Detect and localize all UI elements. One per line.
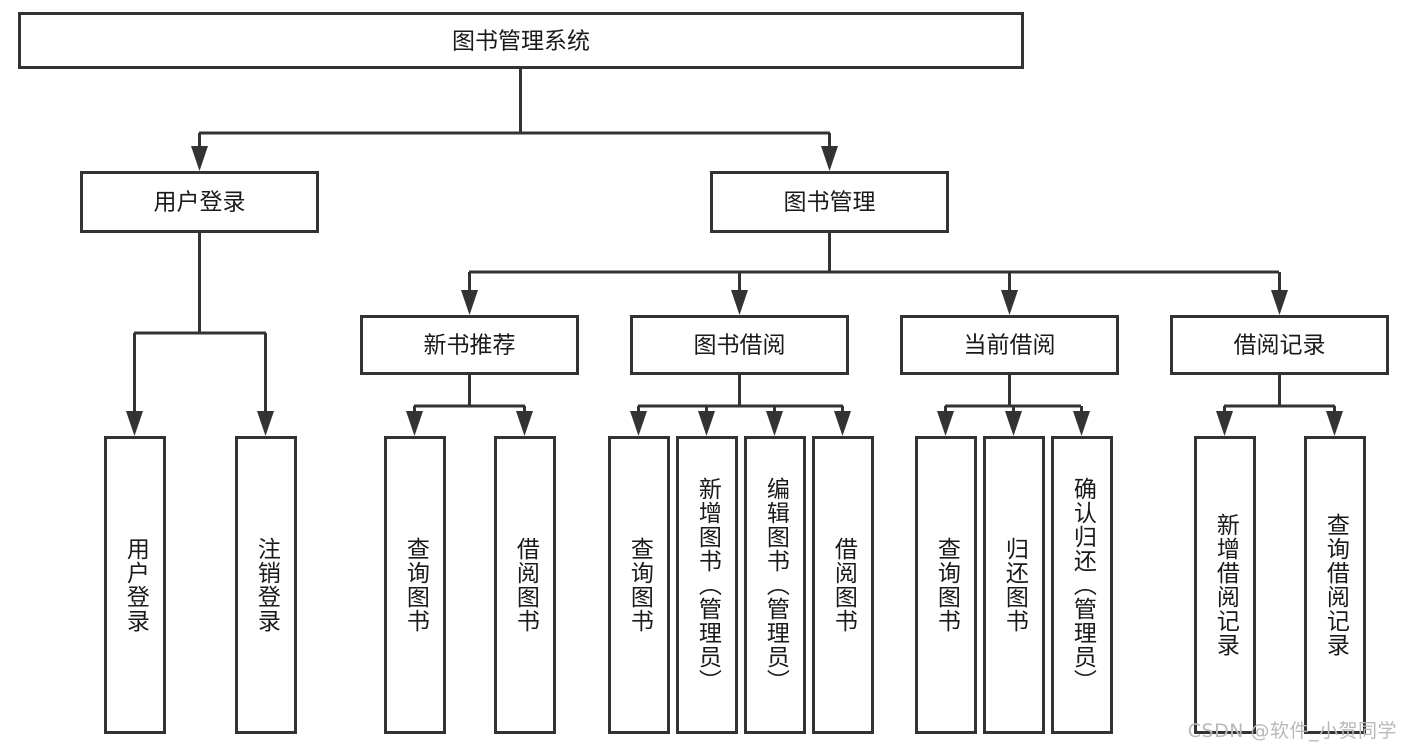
node-book-manage-box[interactable]: [710, 171, 949, 233]
arrowhead-leaf-user-login: [126, 411, 143, 436]
node-root-system-label: 图书管理系统: [452, 29, 590, 55]
connector-group-new-book-recommend: [406, 374, 533, 436]
node-user-login-label: 用户登录: [154, 190, 246, 216]
node-borrow-record-label: 借阅记录: [1234, 333, 1326, 359]
arrowhead-leaf-edit-book: [766, 411, 783, 436]
connector-group-book-borrow: [630, 374, 851, 436]
arrowhead-leaf-query-record: [1326, 411, 1343, 436]
arrowhead-leaf-logout: [257, 411, 274, 436]
node-new-book-recommend-box[interactable]: [360, 315, 579, 375]
leaf-box-query-book-b[interactable]: [608, 436, 670, 734]
arrowhead-leaf-return-book: [1005, 411, 1022, 436]
node-book-borrow[interactable]: 图书借阅: [630, 315, 849, 375]
node-borrow-record-box[interactable]: [1170, 315, 1389, 375]
leaf-box-edit-book[interactable]: [744, 436, 806, 734]
node-borrow-record[interactable]: 借阅记录: [1170, 315, 1389, 375]
node-current-borrow[interactable]: 当前借阅: [900, 315, 1119, 375]
node-book-manage[interactable]: 图书管理: [710, 171, 949, 233]
connector-group-book-manage: [461, 232, 1288, 315]
arrowhead-book-manage: [821, 146, 838, 171]
arrowhead-current-borrow: [1001, 290, 1018, 315]
arrowhead-leaf-query-book-b: [630, 411, 647, 436]
arrowhead-leaf-borrow-book-a: [516, 411, 533, 436]
node-book-borrow-label: 图书借阅: [694, 333, 786, 359]
arrowhead-leaf-add-book: [698, 411, 715, 436]
node-current-borrow-label: 当前借阅: [964, 333, 1056, 359]
arrowhead-book-borrow: [731, 290, 748, 315]
leaf-box-borrow-book-a[interactable]: [494, 436, 556, 734]
node-root-system-box[interactable]: [18, 12, 1024, 69]
arrowhead-leaf-query-book-c: [937, 411, 954, 436]
node-user-login-box[interactable]: [80, 171, 319, 233]
node-book-manage-label: 图书管理: [784, 190, 876, 216]
arrowhead-user-login: [191, 146, 208, 171]
node-new-book-recommend-label: 新书推荐: [424, 333, 516, 359]
leaf-box-return-book[interactable]: [983, 436, 1045, 734]
csdn-watermark: CSDN @软件_小贺同学: [1187, 720, 1397, 742]
leaf-box-user-login[interactable]: [104, 436, 166, 734]
arrowhead-new-book-recommend: [461, 290, 478, 315]
arrowhead-leaf-query-book-a: [406, 411, 423, 436]
node-book-borrow-box[interactable]: [630, 315, 849, 375]
node-user-login[interactable]: 用户登录: [80, 171, 319, 233]
connector-group-user-login: [126, 232, 274, 436]
arrowhead-leaf-borrow-book-b: [834, 411, 851, 436]
leaf-box-query-book-a[interactable]: [384, 436, 446, 734]
node-current-borrow-box[interactable]: [900, 315, 1119, 375]
arrowhead-leaf-confirm-return: [1073, 411, 1090, 436]
connector-group-current-borrow: [937, 374, 1090, 436]
leaf-box-add-record[interactable]: [1194, 436, 1256, 734]
connector-group-borrow-record: [1216, 374, 1343, 436]
node-new-book-recommend[interactable]: 新书推荐: [360, 315, 579, 375]
arrowhead-borrow-record: [1271, 290, 1288, 315]
leaf-box-logout[interactable]: [235, 436, 297, 734]
leaf-box-query-record[interactable]: [1304, 436, 1366, 734]
leaf-box-query-book-c[interactable]: [915, 436, 977, 734]
leaf-box-add-book[interactable]: [676, 436, 738, 734]
node-root-system[interactable]: 图书管理系统: [18, 12, 1024, 69]
arrowhead-leaf-add-record: [1216, 411, 1233, 436]
connector-group-root: [191, 68, 838, 171]
leaf-box-borrow-book-b[interactable]: [812, 436, 874, 734]
leaf-box-confirm-return[interactable]: [1051, 436, 1113, 734]
